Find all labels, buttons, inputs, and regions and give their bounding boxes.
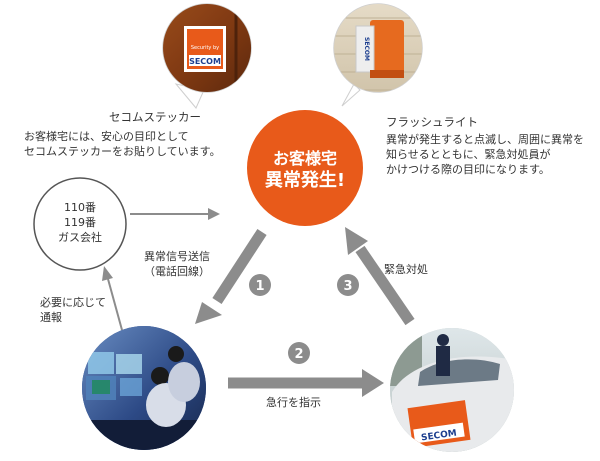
label-notify-line1: 必要に応じて (40, 296, 106, 309)
step-1-badge: 1 (249, 274, 271, 296)
sticker-desc-line1: お客様宅には、安心の目印として (24, 130, 189, 143)
svg-text:2: 2 (294, 347, 303, 362)
sticker-title: セコムステッカー (109, 110, 201, 124)
flashlight-photo-bubble: SECOM (333, 3, 423, 107)
svg-text:119番: 119番 (64, 216, 96, 229)
incident-circle: お客様宅 異常発生! (247, 110, 363, 226)
sticker-logo-text: SECOM (189, 57, 221, 66)
patrol-car-photo: SECOM (390, 328, 514, 452)
car-logo-text: SECOM (421, 429, 458, 444)
svg-text:1: 1 (255, 279, 264, 294)
label-signal-line1: 異常信号送信 (144, 250, 210, 263)
flashlight-device-text: SECOM (363, 37, 370, 61)
arrow-step-1 (195, 228, 267, 324)
sticker-logo-small: Security by (191, 45, 219, 51)
label-signal-line2: （電話回線） (144, 265, 210, 278)
label-response: 緊急対処 (384, 263, 428, 276)
flashlight-device-icon (355, 20, 404, 78)
svg-text:110番: 110番 (64, 201, 96, 214)
flashlight-desc-line1: 異常が発生すると点滅し、周囲に異常を (386, 133, 584, 146)
sticker-desc-line2: セコムステッカーをお貼りしています。 (24, 145, 221, 158)
step-2-badge: 2 (288, 342, 310, 364)
flashlight-desc-line2: 知らせるとともに、緊急対処員が (386, 148, 551, 161)
arrow-step-3 (345, 227, 415, 326)
sticker-photo-bubble: Security by SECOM (162, 3, 252, 109)
arrow-public-to-center (130, 208, 220, 220)
car-logo-icon (407, 400, 471, 448)
public-services-circle: 110番 119番 ガス会社 (33, 177, 127, 271)
label-dispatch: 急行を指示 (266, 396, 321, 409)
svg-text:ガス会社: ガス会社 (58, 230, 102, 244)
arrow-step-2 (228, 369, 384, 397)
flashlight-desc-line3: かけつける際の目印になります。 (386, 163, 550, 176)
incident-line2: 異常発生! (265, 169, 345, 191)
svg-text:3: 3 (343, 279, 352, 294)
label-notify-line2: 通報 (40, 311, 62, 324)
step-3-badge: 3 (337, 274, 359, 296)
arrow-control-to-public (102, 266, 123, 331)
sticker-logo-icon (184, 26, 226, 72)
incident-line1: お客様宅 (273, 149, 337, 168)
flashlight-title: フラッシュライト (386, 115, 478, 129)
control-center-photo (82, 326, 206, 450)
